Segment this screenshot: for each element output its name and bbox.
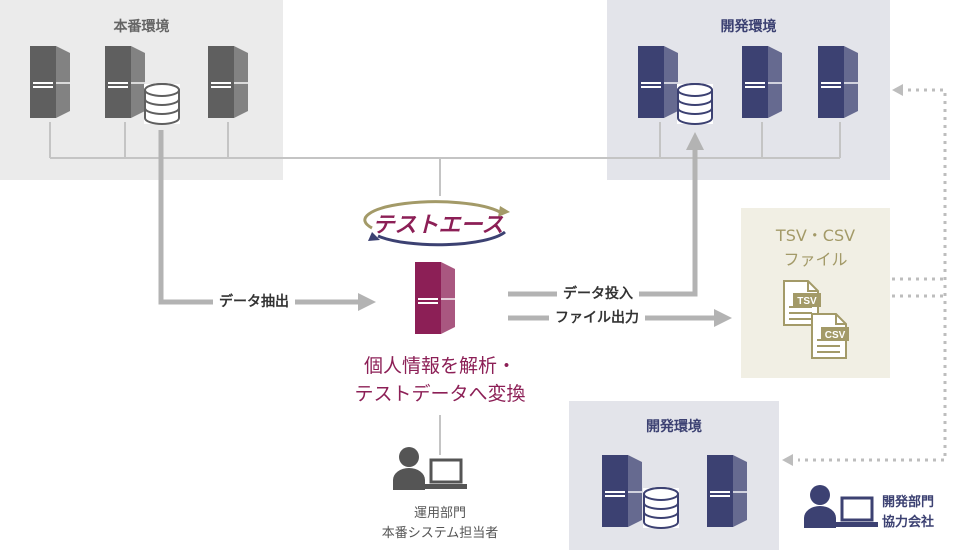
- operator-person-icon: [391, 445, 469, 492]
- tool-server-icon: [415, 262, 455, 334]
- file-output-label: ファイル出力: [549, 309, 645, 327]
- tsv-badge-text: TSV: [797, 296, 817, 307]
- production-server-3: [208, 46, 248, 118]
- dev-top-server-3: [818, 46, 858, 118]
- dotted-distribution-lines: [798, 88, 947, 462]
- production-environment-title: 本番環境: [113, 19, 170, 35]
- tool-logo: [363, 200, 510, 247]
- dev-top-database-icon: [676, 83, 714, 125]
- load-label: データ投入: [557, 285, 639, 303]
- tsv-badge: [793, 293, 821, 307]
- dev-bottom-server-2: [707, 455, 747, 527]
- development-environment-title-bottom: 開発環境: [646, 419, 702, 435]
- file-box-title-line1: TSV・CSV: [775, 226, 856, 245]
- load-arrow-line: [508, 148, 698, 297]
- dev-bottom-server-1: [602, 455, 642, 527]
- file-icons: [783, 280, 847, 359]
- file-box-title-line2: ファイル: [783, 250, 848, 269]
- csv-badge-text: CSV: [825, 330, 846, 341]
- dev-bottom-database-icon: [642, 487, 680, 529]
- process-line2: テストデータへ変換: [354, 383, 526, 405]
- production-server-1: [30, 46, 70, 118]
- extract-label: データ抽出: [213, 293, 295, 311]
- development-servers-top: [638, 46, 858, 125]
- production-servers: [30, 46, 248, 125]
- tool-server: [415, 262, 455, 334]
- partner-line1: 開発部門: [882, 495, 935, 510]
- partner-line2: 協力会社: [882, 515, 935, 530]
- process-line1: 個人情報を解析・: [363, 355, 516, 377]
- extract-arrow-line: [158, 130, 360, 305]
- csv-badge: [821, 327, 849, 341]
- load-arrow-head: [686, 132, 704, 150]
- partner-label: 開発部門 協力会社: [882, 493, 960, 533]
- tool-logo-text: テストエース: [373, 213, 504, 238]
- operator-label: 運用部門 本番システム担当者: [340, 504, 540, 544]
- file-output-arrow-head: [714, 309, 732, 327]
- operator-line1: 運用部門: [413, 506, 466, 521]
- dev-top-server-2: [742, 46, 782, 118]
- extract-arrow-head: [358, 293, 376, 311]
- network-lines: [49, 122, 841, 455]
- dev-top-server-1: [638, 46, 678, 118]
- operator-line2: 本番システム担当者: [381, 526, 499, 541]
- development-servers-bottom: [602, 455, 747, 529]
- production-database-icon: [143, 83, 181, 125]
- development-environment-title-top: 開発環境: [720, 19, 777, 35]
- file-box-title: TSV・CSV ファイル: [741, 224, 890, 272]
- process-description: 個人情報を解析・ テストデータへ変換: [320, 352, 560, 408]
- production-server-2: [105, 46, 145, 118]
- partner-person-icon: [802, 483, 880, 530]
